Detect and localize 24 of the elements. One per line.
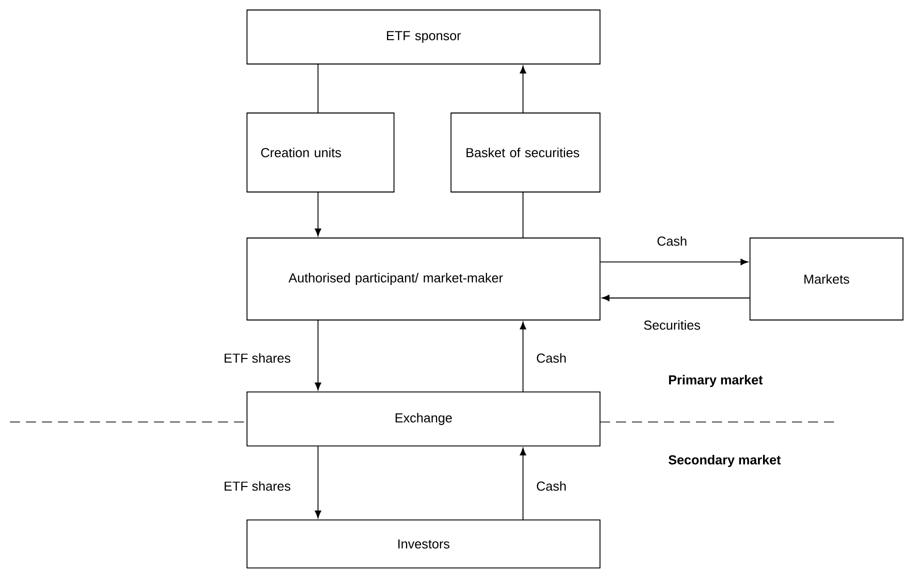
- edge-label: Cash: [535, 480, 568, 492]
- arrow: [600, 258, 748, 266]
- edge-label: Cash: [656, 235, 688, 247]
- edge-label: ETF shares: [222, 352, 292, 364]
- edge-label: Cash: [535, 352, 568, 364]
- arrow: [602, 294, 750, 302]
- arrow: [314, 320, 322, 390]
- process-box: Markets: [750, 238, 904, 320]
- process-box: Basket of securities: [450, 112, 600, 192]
- connector-line: [522, 192, 524, 238]
- process-box: Authorised participant/ market-maker: [246, 238, 600, 320]
- edge-label: Securities: [642, 319, 702, 331]
- edge-label: ETF shares: [222, 480, 292, 492]
- arrow: [314, 446, 322, 518]
- arrow: [314, 192, 322, 236]
- arrow: [520, 448, 526, 520]
- market-label: Primary market: [669, 374, 763, 388]
- market-label: Secondary market: [668, 454, 781, 468]
- process-box: ETF sponsor: [246, 10, 600, 64]
- arrow: [520, 322, 526, 392]
- process-box: Investors: [246, 520, 600, 568]
- process-box: Creation units: [246, 112, 394, 192]
- arrow: [520, 66, 526, 113]
- process-box: Exchange: [246, 392, 600, 446]
